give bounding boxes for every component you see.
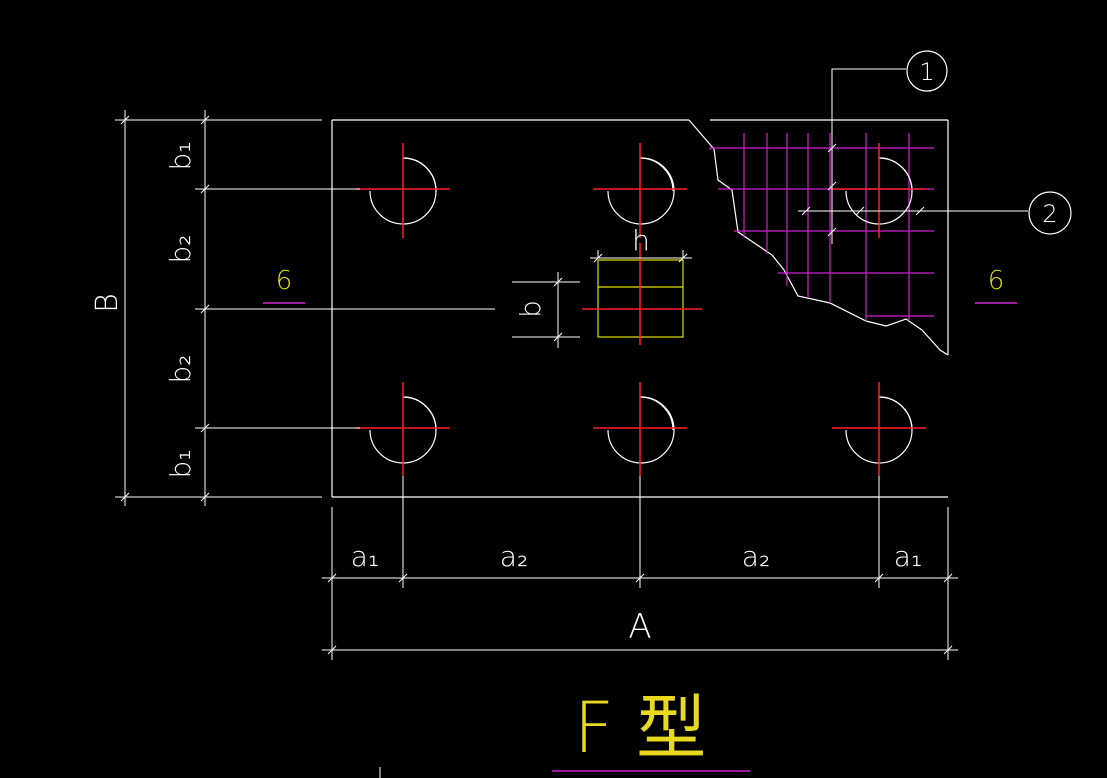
dim-bottom xyxy=(322,476,958,660)
dim-left xyxy=(115,110,495,506)
section-mark-right[interactable]: 6 xyxy=(975,266,1017,304)
anchor-bolt-3[interactable] xyxy=(832,143,926,238)
section-mark-left[interactable]: 6 xyxy=(263,266,305,304)
callout-2-label: 2 xyxy=(1042,200,1057,228)
anchor-bolt-2[interactable] xyxy=(593,143,687,238)
callout-2[interactable]: 2 xyxy=(798,191,1072,235)
anchor-bolt-4[interactable] xyxy=(356,382,450,476)
dim-a2-left-label: a₂ xyxy=(500,540,528,573)
dim-a1-right-label: a₁ xyxy=(894,540,922,573)
dim-col-h-label: h xyxy=(632,224,650,257)
dim-column-h xyxy=(590,250,692,263)
callout-1[interactable]: 1 xyxy=(827,50,948,244)
dim-b1-top-label: b₁ xyxy=(164,142,197,171)
dim-a2-right-label: a₂ xyxy=(742,540,770,573)
section-mark-right-label: 6 xyxy=(988,266,1005,296)
column-section[interactable] xyxy=(582,243,702,345)
dim-b2-top-label: b₂ xyxy=(164,235,197,264)
callout-1-label: 1 xyxy=(919,58,934,86)
anchor-bolt-6[interactable] xyxy=(832,382,926,476)
dim-b1-bottom-label: b₁ xyxy=(164,450,197,479)
drawing-title-text: F 型 xyxy=(574,687,707,769)
anchor-bolt-1[interactable] xyxy=(356,143,450,238)
dim-a1-left-label: a₁ xyxy=(351,540,379,573)
dim-column-b xyxy=(512,272,580,348)
dim-col-b-label: b xyxy=(514,300,547,318)
drawing-title[interactable]: F 型 xyxy=(552,687,750,772)
break-line xyxy=(688,119,949,356)
anchor-bolt-5[interactable] xyxy=(593,382,687,476)
rebar-grid xyxy=(709,133,934,321)
dim-B-label: B xyxy=(90,293,125,313)
dim-A-label: A xyxy=(628,607,651,647)
section-mark-left-label: 6 xyxy=(276,266,293,296)
dim-b2-bottom-label: b₂ xyxy=(164,355,197,384)
